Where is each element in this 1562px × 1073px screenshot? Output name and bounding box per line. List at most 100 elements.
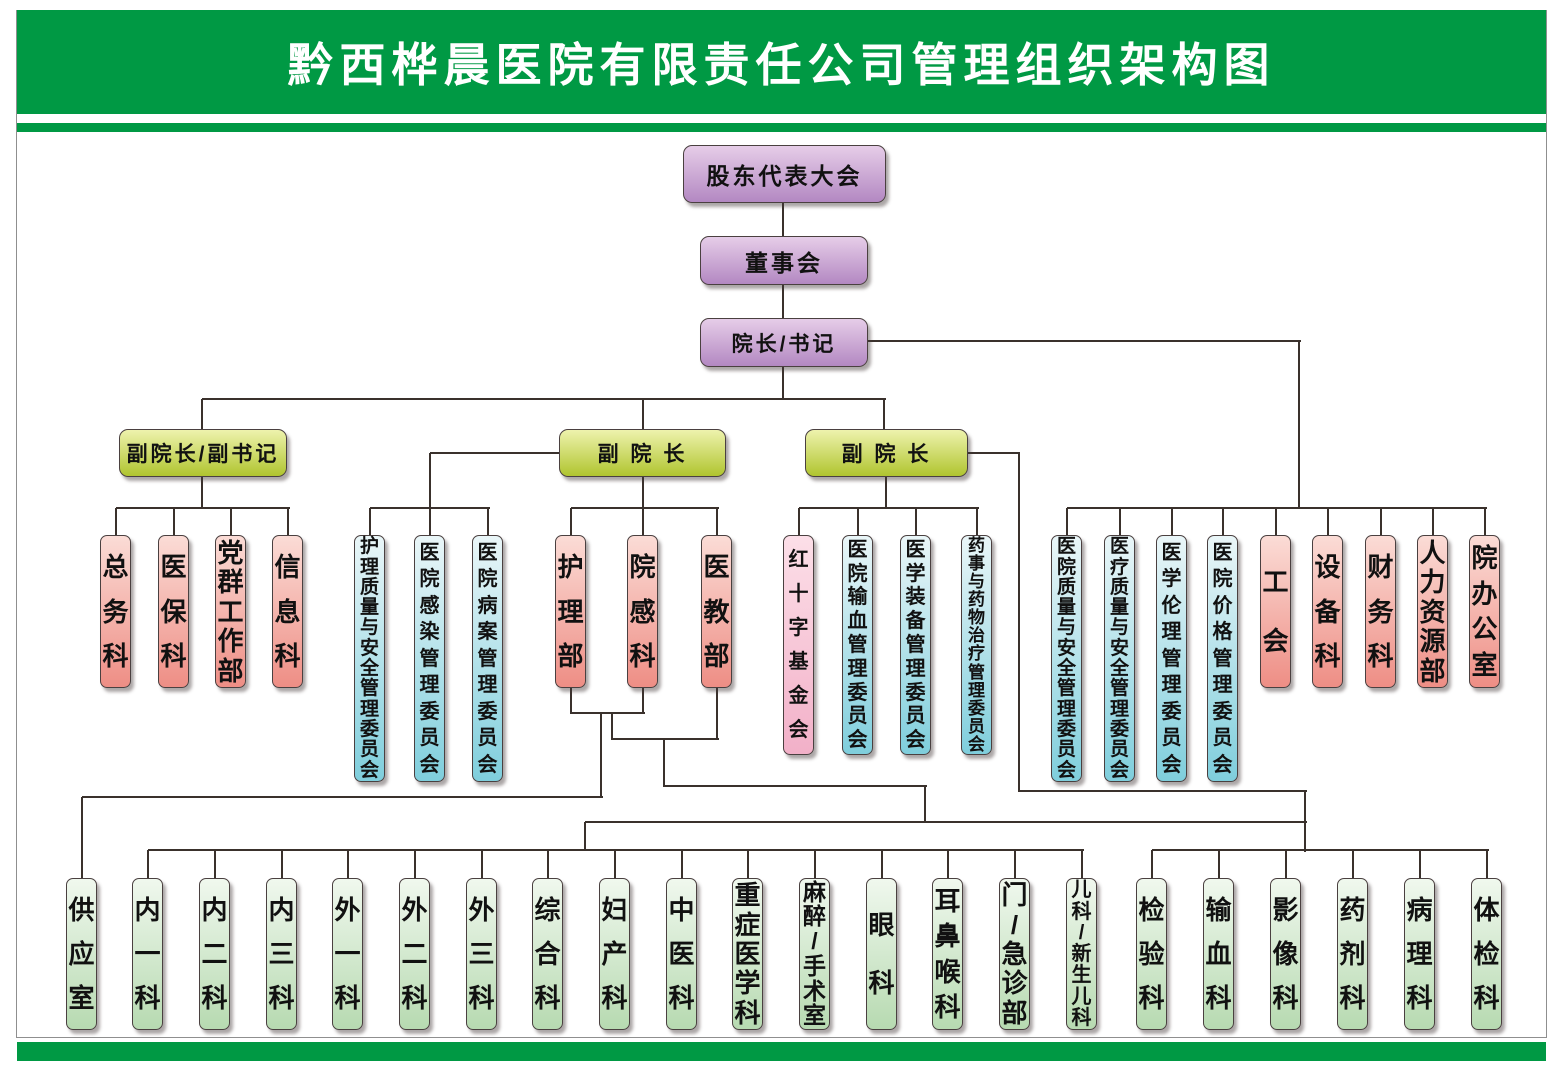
connector-line xyxy=(214,850,216,878)
dept-anesthesia-operating-room: 麻醉/手术室 xyxy=(799,878,830,1030)
connector-line xyxy=(116,507,290,509)
char: 门 xyxy=(1001,880,1028,911)
dept-traditional-chinese-medicine: 中医科 xyxy=(666,878,697,1030)
char: 保 xyxy=(160,596,187,627)
connector-line xyxy=(115,508,117,535)
dept-pathology: 病理科 xyxy=(1404,878,1435,1030)
char: 部 xyxy=(217,655,244,686)
char: 办 xyxy=(1471,578,1498,609)
connector-line xyxy=(612,738,719,740)
char: 安 xyxy=(359,637,379,659)
char: 医 xyxy=(1056,536,1076,558)
char: 作 xyxy=(217,626,244,656)
char: 管 xyxy=(847,633,868,656)
node-label: 内一科 xyxy=(133,879,162,1029)
node-label: 院长/书记 xyxy=(731,332,837,356)
char: 科 xyxy=(1205,983,1232,1013)
node-label: 眼科 xyxy=(867,879,896,1029)
char: 量 xyxy=(1056,597,1076,619)
char: 员 xyxy=(1056,739,1076,761)
dept-surgery-2: 外二科 xyxy=(399,878,430,1030)
connector-line xyxy=(1119,508,1121,535)
connector-line xyxy=(642,477,644,508)
dept-general-affairs: 总务科 xyxy=(100,535,131,688)
char: 医 xyxy=(1109,536,1129,558)
char: 科 xyxy=(1406,983,1433,1013)
char: 科 xyxy=(868,968,895,999)
char: 供 xyxy=(68,895,95,925)
char: 部 xyxy=(703,640,730,671)
char: 科 xyxy=(274,640,301,671)
char: 物 xyxy=(968,608,985,628)
char: 务 xyxy=(1367,596,1394,627)
char: 务 xyxy=(102,596,129,627)
dept-medical-education: 医教部 xyxy=(701,535,732,688)
char: 与 xyxy=(1056,617,1076,639)
connector-line xyxy=(947,850,949,878)
dept-ent: 耳鼻喉科 xyxy=(932,878,963,1030)
char: 学 xyxy=(1161,568,1182,590)
node-label: 红十字基金会 xyxy=(784,536,813,754)
char: 管 xyxy=(1056,678,1076,700)
char: 学 xyxy=(734,968,761,999)
char: 疗 xyxy=(968,644,985,664)
node-label: 医学伦理管理委员会 xyxy=(1157,536,1186,781)
char: 医 xyxy=(419,541,440,564)
char: 群 xyxy=(217,567,244,597)
char: 委 xyxy=(419,700,440,723)
char: 委 xyxy=(1161,700,1182,723)
char: 理 xyxy=(477,674,498,696)
char: 诊 xyxy=(1001,968,1028,999)
char: 内 xyxy=(201,895,228,925)
char: 委 xyxy=(968,698,985,718)
char: 伦 xyxy=(1161,594,1182,617)
connector-line xyxy=(202,398,886,400)
node-label: 麻醉/手术室 xyxy=(800,879,829,1029)
char: 内 xyxy=(268,895,295,925)
committee-medical-records: 医院病案管理委员会 xyxy=(472,535,503,782)
connector-line xyxy=(1018,453,1020,792)
node-label: 护理部 xyxy=(556,536,585,687)
dept-ophthalmology: 眼科 xyxy=(866,878,897,1030)
char: 血 xyxy=(1205,939,1232,969)
connector-line xyxy=(1352,850,1354,878)
connector-line xyxy=(642,399,644,429)
char: 部 xyxy=(1419,655,1446,686)
connector-line xyxy=(600,713,602,798)
dept-internal-medicine-1: 内一科 xyxy=(132,878,163,1030)
connector-line xyxy=(642,688,644,714)
connector-line xyxy=(1484,508,1486,535)
char: 生 xyxy=(1071,964,1092,987)
char: 术 xyxy=(803,977,826,1004)
dept-internal-medicine-3: 内三科 xyxy=(266,878,297,1030)
char: 内 xyxy=(134,895,161,925)
node-label: 党群工作部 xyxy=(216,536,245,687)
char: 会 xyxy=(1262,626,1289,656)
node-label: 儿科/新生儿科 xyxy=(1067,879,1096,1029)
connector-line xyxy=(1380,508,1382,535)
char: 院 xyxy=(1056,556,1076,578)
connector-line xyxy=(798,508,800,535)
char: 疗 xyxy=(1109,556,1129,578)
connector-line xyxy=(547,850,549,878)
dept-supply-room: 供应室 xyxy=(66,878,97,1030)
char: 理 xyxy=(1406,939,1433,969)
node-shareholders-meeting: 股东代表大会 xyxy=(683,145,886,203)
char: 综 xyxy=(534,895,561,925)
connector-line xyxy=(429,453,431,508)
char: 安 xyxy=(1109,637,1129,659)
char: 急 xyxy=(1001,938,1028,969)
node-label: 检验科 xyxy=(1137,879,1166,1029)
char: 管 xyxy=(1109,678,1129,700)
dept-surgery-3: 外三科 xyxy=(466,878,497,1030)
connector-line xyxy=(866,340,1301,342)
char: 院 xyxy=(419,568,440,590)
char: 委 xyxy=(359,718,379,740)
char: 科 xyxy=(1071,900,1092,923)
char: 会 xyxy=(477,753,498,776)
node-label: 副院长/副书记 xyxy=(126,443,280,466)
dept-information: 信息科 xyxy=(272,535,303,688)
connector-line xyxy=(1066,508,1068,535)
connector-line xyxy=(1152,849,1489,851)
char: 息 xyxy=(274,596,301,627)
